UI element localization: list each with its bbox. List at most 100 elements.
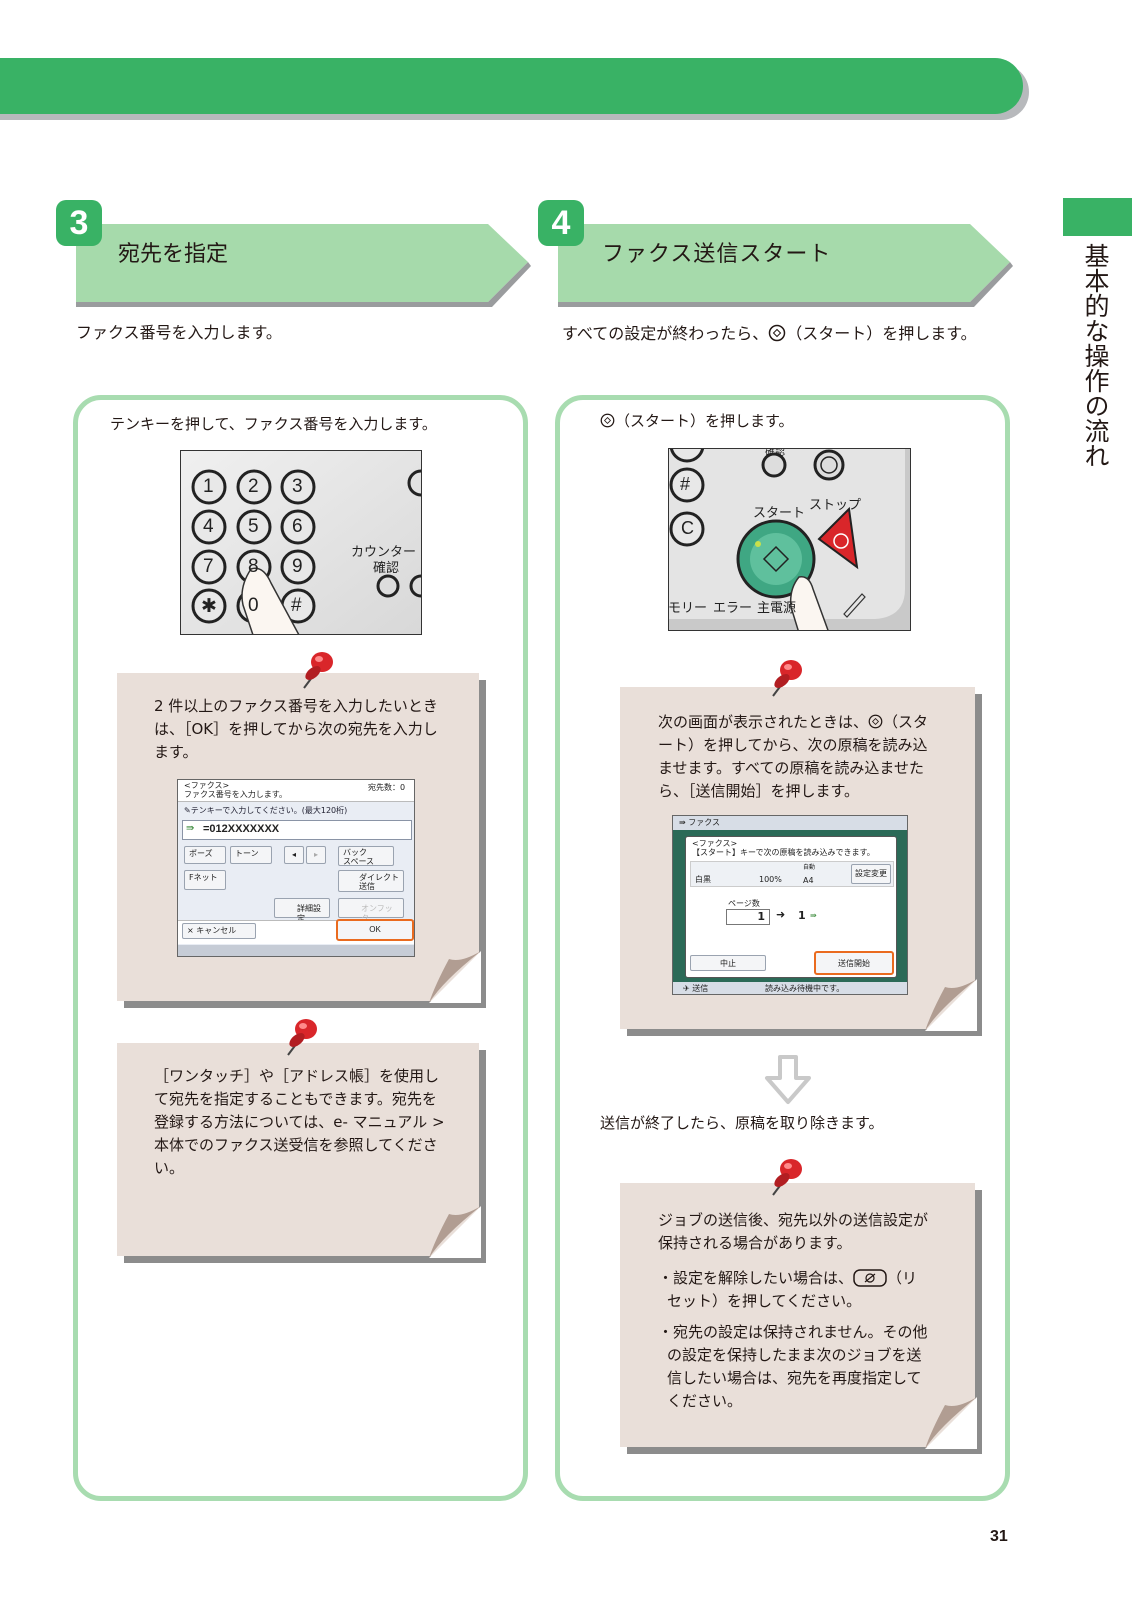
dialog-header-1: <ファクス>: [692, 839, 738, 848]
key-3: 3: [292, 476, 303, 497]
input-hint: ✎テンキーで入力してください。(最大120桁): [184, 806, 348, 815]
confirm-label: 確認: [765, 448, 785, 458]
onhook-button[interactable]: オンフック: [338, 898, 404, 923]
step4-header-arrow: [558, 224, 1013, 307]
start-key-icon: [868, 714, 883, 729]
color-mode: 白黒: [695, 875, 711, 884]
pages-from: 1: [726, 909, 770, 925]
send-icon: ✈: [683, 984, 693, 993]
left-arrow-button[interactable]: ◂: [284, 846, 304, 864]
tone-button[interactable]: トーン: [230, 846, 272, 864]
stop-label: ストップ: [809, 498, 862, 513]
error-label: エラー: [713, 601, 753, 616]
step4-note-2-main: ジョブの送信後、宛先以外の送信設定が保持される場合があります。: [658, 1211, 929, 1252]
reset-key-icon: [853, 1269, 887, 1287]
step4-intro-pre: すべての設定が終わったら、: [562, 324, 769, 343]
fax-number-value: =012XXXXXXX: [203, 823, 280, 835]
step4-note-2-bullet-2: ・宛先の設定は保持されません。その他の設定を保持したまま次のジョブを送信したい場…: [658, 1323, 928, 1410]
pushpin-icon: [303, 652, 333, 689]
step3-header-arrow: [76, 224, 531, 307]
dialog-header-2: 【スタート】キーで次の原稿を読み込みできます。: [692, 848, 875, 857]
fax-icon: ⇛: [186, 823, 195, 834]
control-panel-illustration: [669, 449, 910, 630]
hash-key: #: [680, 474, 691, 494]
paper-size: A4: [803, 876, 814, 885]
screen-header-2: ファクス番号を入力します。: [184, 790, 287, 799]
fnet-button[interactable]: Fネット: [184, 870, 226, 890]
start-label: スタート: [753, 506, 806, 521]
start-key-icon: [600, 413, 615, 428]
step3-intro: ファクス番号を入力します。: [76, 323, 282, 342]
step4-title: ファクス送信スタート: [602, 242, 832, 267]
step3-note-1-text: 2 件以上のファクス番号を入力したいときは、［OK］を押してから次の宛先を入力し…: [154, 697, 438, 761]
ok-button[interactable]: OK: [336, 919, 414, 941]
key-7: 7: [203, 556, 214, 577]
screen-header-1: <ファクス>: [184, 781, 230, 790]
fax-number-field[interactable]: ⇛ =012XXXXXXX: [182, 820, 412, 840]
cancel-button[interactable]: × キャンセル: [182, 923, 256, 939]
control-panel-photo: 確認 # C スタート ストップ モリー エラー 主電源: [668, 448, 911, 631]
pushpin-icon: [287, 1019, 317, 1056]
start-sending-button[interactable]: 送信開始: [814, 951, 894, 975]
dest-count: 宛先数：0: [368, 783, 406, 792]
page-number: 31: [990, 1528, 1008, 1545]
key-5: 5: [248, 516, 259, 537]
keypad-photo: 1 2 3 4 5 6 7 8 9 ✱ 0 # カウンター 確認: [180, 450, 422, 635]
counter-label: カウンター: [351, 545, 417, 560]
triangle-right-icon: ▸: [313, 850, 318, 859]
scan-ratio: 100%: [759, 875, 782, 884]
scan-settings-row: 白黒 100% 自動 A4 設定変更: [690, 861, 894, 887]
step3-note-1: 2 件以上のファクス番号を入力したいときは、［OK］を押してから次の宛先を入力し…: [117, 673, 481, 1003]
pencil-icon: ✎: [184, 806, 191, 815]
direct-send-button[interactable]: ダイレクト 送信: [338, 870, 404, 892]
section-title: 基本的な操作の流れ: [1081, 243, 1110, 468]
pushpin-icon: [772, 660, 802, 697]
right-arrow-button[interactable]: ▸: [306, 846, 326, 864]
key-hash: #: [291, 595, 302, 616]
memory-label: モリー: [668, 601, 708, 616]
step4-instruction-text: （スタート）を押します。: [615, 412, 794, 430]
main-power-label: 主電源: [757, 601, 797, 616]
key-0: 0: [248, 595, 259, 616]
step3-number: 3: [56, 200, 102, 246]
pause-button[interactable]: ポーズ: [184, 846, 226, 864]
key-star: ✱: [201, 596, 217, 617]
section-tab: [1063, 198, 1132, 236]
step4-intro: すべての設定が終わったら、 （スタート）を押します。: [562, 323, 977, 345]
stop-button[interactable]: 中止: [690, 955, 766, 971]
key-1: 1: [203, 476, 214, 497]
header-banner: [0, 58, 1023, 114]
key-4: 4: [203, 516, 214, 537]
arrow-right-icon: ➜: [776, 908, 786, 921]
start-key-icon: [769, 324, 786, 342]
step4-number: 4: [538, 200, 584, 246]
settings-change-button[interactable]: 設定変更: [851, 864, 891, 884]
step4-intro-post: （スタート）を押します。: [786, 324, 977, 343]
key-6: 6: [292, 516, 303, 537]
key-8: 8: [248, 556, 259, 577]
key-2: 2: [248, 476, 259, 497]
scan-dialog: <ファクス> 【スタート】キーで次の原稿を読み込みできます。 白黒 100% 自…: [685, 836, 897, 978]
step3-note-2-text: ［ワンタッチ］や［アドレス帳］を使用して宛先を指定することもできます。宛先を登録…: [154, 1067, 445, 1177]
step4-note-2-bullet-1: ・設定を解除したい場合は、（リセット）を押してください。: [658, 1269, 918, 1310]
fax-icon: ⇛: [679, 818, 689, 827]
page-count-label: ページ数: [728, 899, 760, 908]
step4-note-1-text: 次の画面が表示されたときは、（スタート）を押してから、次の原稿を読み込ませます。…: [658, 713, 929, 800]
detail-settings-button[interactable]: 詳細設定: [274, 898, 330, 923]
page-curl: [925, 1397, 977, 1449]
key-9: 9: [292, 556, 303, 577]
fax-number-screen: <ファクス> ファクス番号を入力します。 宛先数：0 ✎テンキーで入力してくださ…: [177, 779, 415, 957]
step4-after-text: 送信が終了したら、原稿を取り除きます。: [600, 1114, 884, 1132]
step3-note-2: ［ワンタッチ］や［アドレス帳］を使用して宛先を指定することもできます。宛先を登録…: [117, 1043, 481, 1258]
step3-instruction: テンキーを押して、ファクス番号を入力します。: [110, 415, 437, 433]
auto-label: 自動: [803, 864, 816, 871]
fax-send-icon: ⇛: [810, 911, 817, 920]
page-curl: [925, 979, 977, 1031]
keypad-illustration: [181, 451, 421, 634]
pushpin-icon: [772, 1159, 802, 1196]
triangle-left-icon: ◂: [291, 850, 296, 859]
step4-instruction: （スタート）を押します。: [600, 410, 794, 432]
backspace-button[interactable]: バック スペース: [338, 846, 394, 866]
scan-next-screen: ⇛ ファクス <ファクス> 【スタート】キーで次の原稿を読み込みできます。 白黒…: [672, 815, 908, 995]
page-curl: [429, 951, 481, 1003]
